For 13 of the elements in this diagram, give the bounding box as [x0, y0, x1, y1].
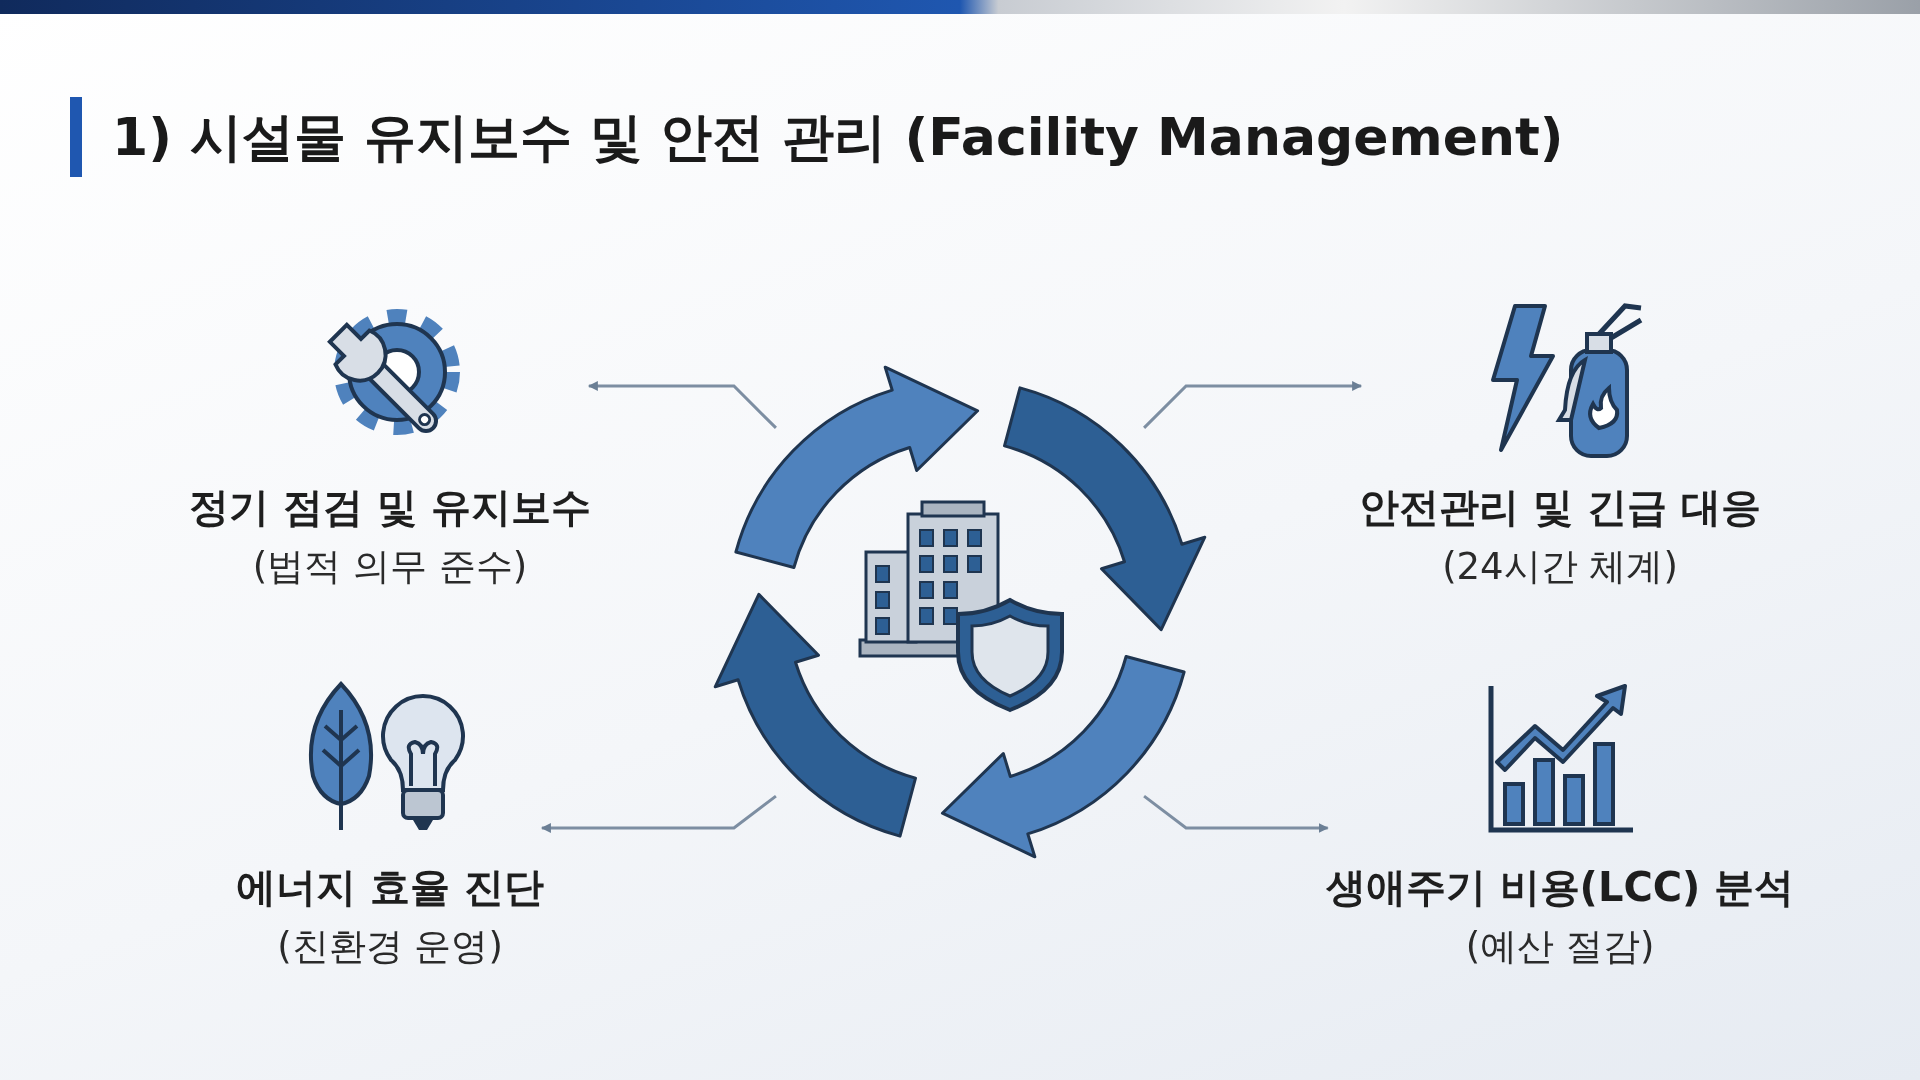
item-subtitle: (24시간 체계) [1442, 544, 1678, 590]
connector-arrow [540, 794, 777, 833]
connector-arrow [1143, 794, 1329, 833]
item-subtitle: (법적 의무 준수) [252, 544, 528, 590]
item-heading: 정기 점검 및 유지보수 [189, 483, 591, 532]
item-heading: 생애주기 비용(LCC) 분석 [1325, 863, 1795, 912]
item-heading: 안전관리 및 긴급 대응 [1359, 483, 1761, 532]
slide-title: 1) 시설물 유지보수 및 안전 관리 (Facility Management) [112, 106, 1564, 169]
item-subtitle: (친환경 운영) [277, 924, 503, 970]
item-subtitle: (예산 절감) [1465, 924, 1655, 970]
connector-arrow [1143, 381, 1363, 429]
connector-arrow [587, 381, 777, 429]
item-heading: 에너지 효율 진단 [236, 863, 544, 912]
